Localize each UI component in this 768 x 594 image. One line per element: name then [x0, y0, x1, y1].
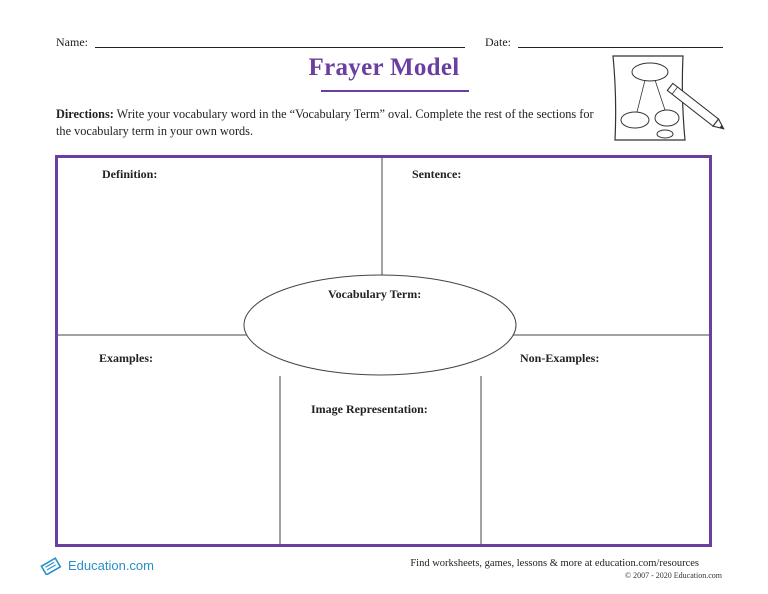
- name-line[interactable]: [95, 47, 465, 48]
- directions-lead: Directions:: [56, 107, 114, 121]
- date-line[interactable]: [518, 47, 723, 48]
- education-logo-icon: [40, 557, 62, 575]
- education-logo[interactable]: Education.com: [40, 555, 154, 575]
- frayer-grid: [58, 158, 709, 544]
- directions: Directions: Write your vocabulary word i…: [56, 106, 601, 140]
- frayer-frame: [55, 155, 712, 547]
- examples-label: Examples:: [99, 351, 153, 365]
- education-logo-text: Education.com: [68, 557, 154, 573]
- footer-copyright: © 2007 - 2020 Education.com: [625, 571, 722, 580]
- vocabulary-oval: [243, 274, 517, 376]
- sentence-label: Sentence:: [412, 167, 462, 181]
- directions-text: Write your vocabulary word in the “Vocab…: [56, 107, 594, 138]
- vocabulary-term-label: Vocabulary Term:: [328, 287, 422, 301]
- footer-find-text[interactable]: Find worksheets, games, lessons & more a…: [410, 558, 699, 569]
- image-representation-label: Image Representation:: [311, 402, 428, 416]
- name-label: Name:: [56, 35, 88, 49]
- date-label: Date:: [485, 35, 511, 49]
- non-examples-label: Non-Examples:: [520, 351, 600, 365]
- definition-label: Definition:: [102, 167, 158, 181]
- page-title: Frayer Model: [308, 54, 460, 81]
- frayer-diagram-with-pencil-icon: [612, 55, 725, 141]
- title-underline: [321, 90, 469, 92]
